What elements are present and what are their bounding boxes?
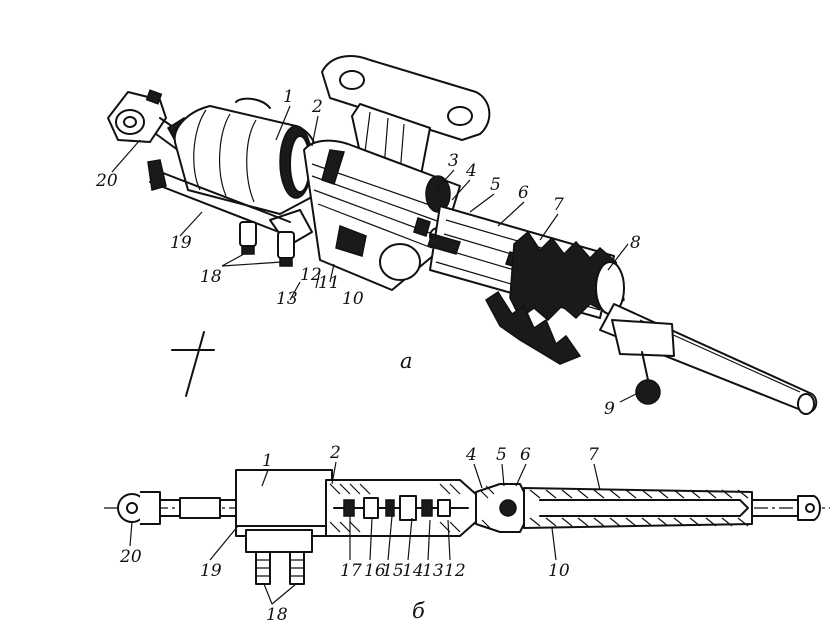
caption-b: б [412,599,425,623]
label-b-15: 15 [382,561,404,581]
label-b-18: 18 [266,605,288,625]
caption-a: а [400,349,413,373]
label-a-3: 3 [448,151,459,171]
pencil-mark [171,331,215,397]
valve-cutaway-a [303,139,461,291]
label-a-18: 18 [200,267,222,287]
hose-fittings-b [245,529,313,585]
label-a-1: 1 [283,87,294,107]
cylinder-tube-b [523,487,753,529]
view-b-section: 1 2 4 5 6 7 10 12 13 14 15 16 17 18 19 2… [104,443,830,625]
piston-joint-b [475,483,527,533]
label-b-12: 12 [444,561,466,581]
label-b-1: 1 [262,451,273,471]
label-a-19: 19 [170,233,192,253]
label-a-13: 13 [276,289,298,309]
hose-fittings-a [239,221,295,267]
label-a-10: 10 [342,289,364,309]
label-b-16: 16 [364,561,386,581]
label-b-20: 20 [119,547,142,567]
label-b-6: 6 [520,445,531,465]
label-b-5: 5 [496,445,507,465]
housing-body-a [173,97,320,215]
label-a-9: 9 [604,399,615,419]
label-a-11: 11 [318,273,340,293]
label-a-4: 4 [465,161,477,181]
label-b-14: 14 [402,561,424,581]
label-a-5: 5 [490,175,501,195]
piston-rod-a [599,303,818,415]
label-a-7: 7 [553,195,564,215]
label-a-20: 20 [95,171,118,191]
clevis-eye-b [117,491,237,525]
label-a-6: 6 [518,183,529,203]
housing-block-b [235,469,333,537]
label-b-17: 17 [340,561,362,581]
label-a-12: 12 [300,265,322,285]
view-a-perspective-cutaway: 1 2 3 4 5 6 7 8 9 10 11 12 13 18 19 20 а [95,55,818,419]
label-b-10: 10 [548,561,570,581]
label-a-2: 2 [311,97,323,117]
label-b-19: 19 [200,561,222,581]
label-a-8: 8 [630,233,641,253]
label-b-2: 2 [329,443,341,463]
valve-section-b [325,479,479,537]
label-b-7: 7 [588,445,599,465]
label-b-4: 4 [465,445,477,465]
label-b-13: 13 [422,561,444,581]
rod-end-b [751,495,821,521]
